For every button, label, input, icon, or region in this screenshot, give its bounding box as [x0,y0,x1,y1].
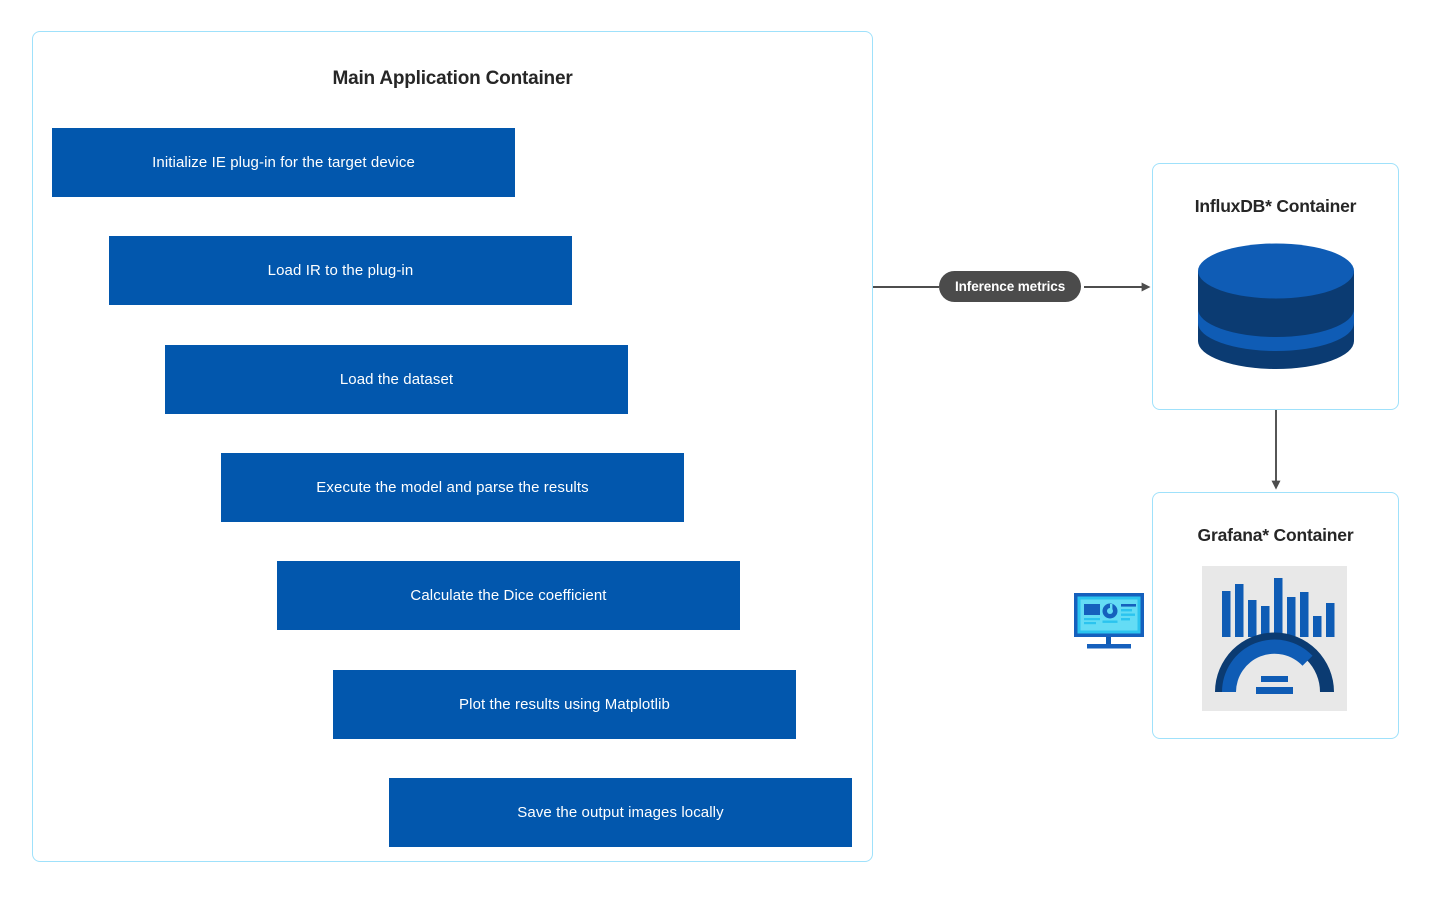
step-load-ir[interactable]: Load IR to the plug-in [109,236,572,305]
step-load-dataset[interactable]: Load the dataset [165,345,628,414]
step-label: Plot the results using Matplotlib [459,696,670,713]
gauge-inner-arc [1222,639,1313,692]
step-plot-results[interactable]: Plot the results using Matplotlib [333,670,796,739]
step-save-images[interactable]: Save the output images locally [389,778,852,847]
dashboard-monitor-icon [1074,593,1144,649]
database-cylinder-icon [1198,243,1354,369]
influxdb-container-title: InfluxDB* Container [1194,196,1357,216]
step-execute-model[interactable]: Execute the model and parse the results [221,453,684,522]
step-calculate-dice[interactable]: Calculate the Dice coefficient [277,561,740,630]
step-label: Calculate the Dice coefficient [410,587,607,604]
grafana-dashboard-icon [1202,566,1347,711]
inference-metrics-badge: Inference metrics [939,271,1082,302]
grafana-bar-group [1222,578,1335,637]
step-label: Load the dataset [339,371,454,388]
step-label: Save the output images locally [517,804,724,821]
inference-metrics-label: Inference metrics [955,279,1066,294]
step-initialize-ie-plugin[interactable]: Initialize IE plug-in for the target dev… [52,128,515,197]
main-container-title: Main Application Container [332,68,573,89]
step-label: Initialize IE plug-in for the target dev… [152,154,415,171]
gauge-outer-ring [1215,632,1334,692]
step-label: Load IR to the plug-in [267,262,414,279]
grafana-container-title: Grafana* Container [1197,525,1354,545]
step-label: Execute the model and parse the results [316,479,589,496]
